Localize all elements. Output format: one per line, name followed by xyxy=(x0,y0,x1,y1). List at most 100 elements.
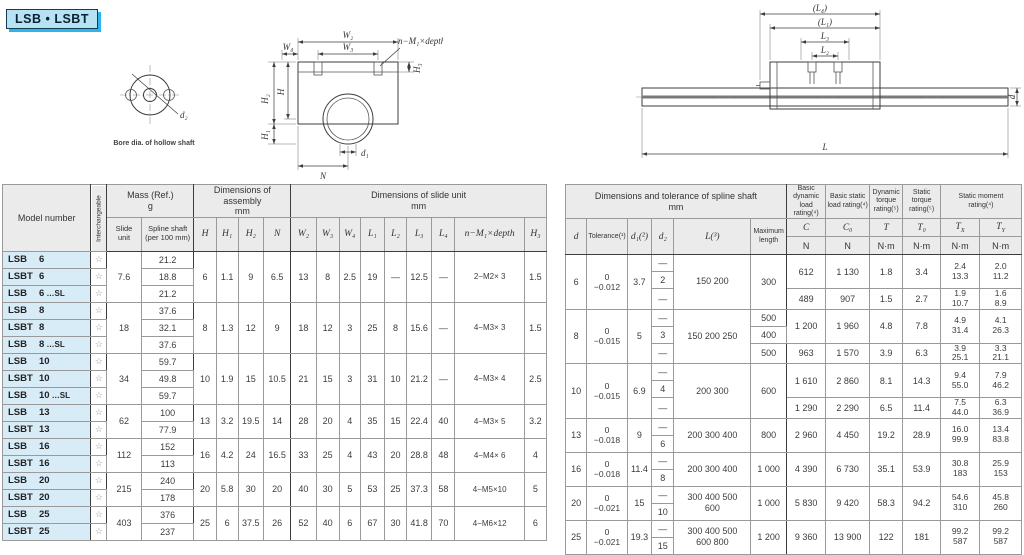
moment-y-cell: 45.8 260 xyxy=(979,485,1022,521)
moment-x-cell: 4.9 31.4 xyxy=(939,308,981,344)
col-header-H1: H₁ xyxy=(215,216,239,252)
dim-cell: — xyxy=(383,250,408,303)
d2-cell: — xyxy=(651,417,675,436)
dim-cell: 3.2 xyxy=(523,403,548,439)
dim-cell: 20 xyxy=(262,471,292,507)
dim-cell: 41.8 xyxy=(406,505,433,541)
col-header-L1: L₁ xyxy=(359,216,385,252)
unit-header: N xyxy=(825,236,870,255)
dim-cell: 21.2 xyxy=(406,352,433,405)
d-cell: 16 xyxy=(564,451,588,487)
moment-x-cell: 7.5 44.0 xyxy=(939,397,981,419)
dim-cell: 19 xyxy=(359,250,385,303)
spline-mass-cell: 152 xyxy=(140,437,195,456)
dim-label-h: H xyxy=(276,88,286,96)
mounting-holes-cell: 4−M3× 3 xyxy=(454,301,525,354)
dim-label-l3: L₃ xyxy=(820,31,829,41)
static-torque-cell: 11.4 xyxy=(902,397,941,419)
moment-y-cell: 25.9 153 xyxy=(979,451,1022,487)
static-load-cell: 6 730 xyxy=(825,451,870,487)
interchangeable-star: ☆ xyxy=(90,335,108,354)
mounting-holes-cell: 4−M4× 6 xyxy=(454,437,525,473)
dim-label-d: d xyxy=(1007,94,1017,99)
dim-cell: 53 xyxy=(359,471,385,507)
unit-header: N xyxy=(785,236,827,255)
max-length-cell: 800 xyxy=(750,417,787,453)
spline-mass-cell: 32.1 xyxy=(140,318,195,337)
dynamic-load-cell: 4 390 xyxy=(785,451,827,487)
interchangeable-star: ☆ xyxy=(90,301,108,320)
dim-cell: 2.5 xyxy=(523,352,548,405)
d-cell: 20 xyxy=(564,485,588,521)
interchangeable-star: ☆ xyxy=(90,522,108,541)
spline-mass-cell: 21.2 xyxy=(140,250,195,269)
dynamic-load-header: Basic dynamic load rating(⁴) xyxy=(785,184,827,219)
dynamic-torque-cell: 35.1 xyxy=(868,451,904,487)
mounting-holes-cell: 2−M2× 3 xyxy=(454,250,525,303)
interchangeable-star: ☆ xyxy=(90,471,108,490)
static-torque-cell: 28.9 xyxy=(902,417,941,453)
dim-label-h3: H₃ xyxy=(412,63,422,74)
dim-cell: 30 xyxy=(237,471,264,507)
slide-unit-mass-header: Slide unit xyxy=(106,216,142,252)
d2-cell: 15 xyxy=(651,536,675,555)
dim-cell: 10 xyxy=(383,352,408,405)
tolerance-cell: 0 −0.021 xyxy=(586,519,628,555)
tolerance-cell: 0 −0.015 xyxy=(586,363,628,419)
col-header-tolerance: Tolerance(¹) xyxy=(586,218,628,255)
shaft-cross-section xyxy=(120,65,180,125)
col-header-L: L(³) xyxy=(673,218,752,255)
dim-cell: 4.2 xyxy=(215,437,239,473)
dim-cell: 10.5 xyxy=(262,352,292,405)
dim-cell: 1.1 xyxy=(215,250,239,303)
dim-cell: 40 xyxy=(315,505,340,541)
dim-cell: 18 xyxy=(290,301,317,354)
interchangeable-star: ☆ xyxy=(90,403,108,422)
length-cell: 200 300 400 xyxy=(673,451,752,487)
dim-label-l4: (L₄) xyxy=(813,3,827,13)
interchangeable-star: ☆ xyxy=(90,437,108,456)
dim-cell: 22.4 xyxy=(406,403,433,439)
moment-x-cell: 2.4 13.3 xyxy=(939,254,981,289)
col-header-C: C xyxy=(785,218,827,237)
dim-cell: 12 xyxy=(315,301,340,354)
dim-cell: 10 xyxy=(193,352,217,405)
assembly-dims-header: Dimensions of assembly mm xyxy=(193,184,292,218)
dim-cell: 20 xyxy=(383,437,408,473)
tolerance-cell: 0 −0.018 xyxy=(586,417,628,453)
dynamic-torque-cell: 58.3 xyxy=(868,485,904,521)
mounting-holes-cell: 4−M5×10 xyxy=(454,471,525,507)
d2-cell: 10 xyxy=(651,502,675,521)
spline-mass-cell: 376 xyxy=(140,505,195,524)
static-torque-cell: 6.3 xyxy=(902,342,941,365)
dynamic-load-cell: 1 200 xyxy=(785,308,827,344)
spline-mass-cell: 178 xyxy=(140,488,195,507)
dim-label-w3: W₃ xyxy=(343,42,354,52)
bore-caption: Bore dia. of hollow shaft xyxy=(113,140,195,147)
dim-cell: 6.5 xyxy=(262,250,292,303)
dim-cell: 43 xyxy=(359,437,385,473)
dim-cell: 3 xyxy=(338,301,361,354)
length-cell: 150 200 xyxy=(673,254,752,310)
dim-cell: 20 xyxy=(193,471,217,507)
dim-cell: 12 xyxy=(237,301,264,354)
max-length-cell: 600 xyxy=(750,363,787,419)
length-cell: 200 300 xyxy=(673,363,752,419)
d2-cell: — xyxy=(651,288,675,310)
dim-cell: 1.9 xyxy=(215,352,239,405)
dynamic-torque-cell: 19.2 xyxy=(868,417,904,453)
unit-header: N·m xyxy=(902,236,941,255)
d2-cell: — xyxy=(651,363,675,382)
col-header-W2: W₂ xyxy=(290,216,317,252)
slide-unit-body xyxy=(297,61,399,145)
static-torque-cell: 7.8 xyxy=(902,308,941,344)
interchangeable-star: ☆ xyxy=(90,267,108,286)
d2-cell: — xyxy=(651,485,675,504)
col-header-W4: W₄ xyxy=(338,216,361,252)
d1-cell: 3.7 xyxy=(626,254,653,310)
static-torque-cell: 181 xyxy=(902,519,941,555)
d2-cell: 4 xyxy=(651,380,675,399)
